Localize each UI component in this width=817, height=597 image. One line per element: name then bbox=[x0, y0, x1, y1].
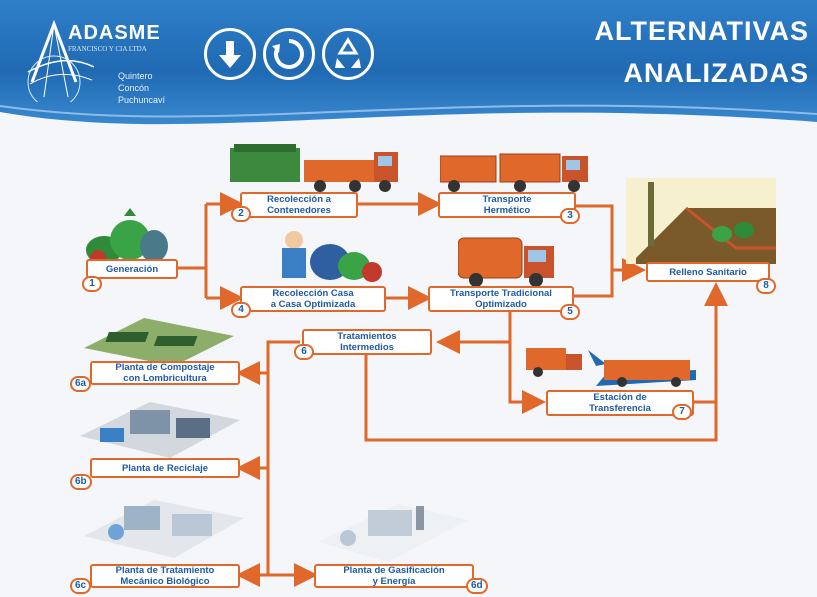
node-recoleccion-casa-a-casa: Recolección Casa a Casa Optimizada bbox=[240, 286, 386, 312]
node-4-number-badge: 4 bbox=[231, 302, 251, 318]
node-estacion-transferencia: Estación de Transferencia bbox=[546, 390, 694, 416]
node-1-number-badge: 1 bbox=[82, 276, 102, 292]
node-6b-number-badge: 6b bbox=[70, 474, 92, 490]
place-concon: Concón bbox=[118, 83, 150, 93]
node-2-label-line2: Contenedores bbox=[267, 205, 331, 216]
landfill-illustration bbox=[626, 178, 776, 264]
place-quintero: Quintero bbox=[118, 71, 153, 81]
logo-name: ADASME bbox=[68, 22, 161, 44]
node-6-label-line1: Tratamientos bbox=[337, 331, 397, 342]
node-planta-tratamiento-mecanico-biologico: Planta de Tratamiento Mecánico Biológico bbox=[90, 564, 240, 588]
node-planta-reciclaje: Planta de Reciclaje bbox=[90, 458, 240, 478]
node-6b-label: Planta de Reciclaje bbox=[121, 462, 209, 474]
transfer-station-illustration bbox=[526, 348, 696, 387]
node-relleno-sanitario: Relleno Sanitario bbox=[646, 262, 770, 282]
node-5-label-line2: Optimizado bbox=[475, 299, 527, 310]
recycle-icon bbox=[322, 28, 374, 80]
logo-places: Quintero Concón Puchuncaví bbox=[118, 70, 165, 106]
compactor-truck-illustration bbox=[458, 237, 554, 287]
node-6c-number-badge: 6c bbox=[70, 578, 92, 594]
node-5-number-badge: 5 bbox=[560, 304, 580, 320]
node-planta-compostaje: Planta de Compostaje con Lombricultura bbox=[90, 361, 240, 385]
node-6c-label-line2: Mecánico Biológico bbox=[120, 576, 210, 587]
node-2-label-line1: Recolección a bbox=[267, 194, 331, 205]
node-4-label-line1: Recolección Casa bbox=[272, 288, 354, 299]
node-6-label-line2: Intermedios bbox=[340, 342, 394, 353]
node-7-label-line2: Transferencia bbox=[589, 403, 651, 414]
mbt-plant-illustration bbox=[84, 500, 244, 558]
house-collection-illustration bbox=[282, 231, 382, 282]
node-3-label-line2: Hermético bbox=[483, 205, 531, 216]
download-arrow-icon bbox=[204, 28, 256, 80]
recycling-plant-illustration bbox=[80, 402, 240, 458]
composting-plant-illustration bbox=[84, 318, 234, 366]
globe-logo-icon bbox=[27, 19, 94, 102]
container-truck-illustration bbox=[230, 144, 398, 192]
gasification-plant-illustration bbox=[318, 504, 468, 562]
hermetic-transport-truck-illustration bbox=[440, 153, 588, 192]
node-planta-gasificacion: Planta de Gasificación y Energía bbox=[314, 564, 474, 588]
node-6d-label-line2: y Energía bbox=[372, 576, 416, 587]
node-8-number-badge: 8 bbox=[756, 278, 776, 294]
node-7-number-badge: 7 bbox=[672, 404, 692, 420]
node-generacion-label: Generación bbox=[105, 263, 159, 275]
node-6-number-badge: 6 bbox=[294, 344, 314, 360]
node-6a-number-badge: 6a bbox=[70, 376, 92, 392]
refresh-cycle-icon bbox=[263, 28, 315, 80]
place-puchuncavi: Puchuncaví bbox=[118, 95, 166, 105]
garbage-bags-illustration bbox=[86, 208, 168, 266]
node-6c-label-line1: Planta de Tratamiento bbox=[115, 565, 215, 576]
node-4-label-line2: a Casa Optimizada bbox=[270, 299, 356, 310]
title-line-1: ALTERNATIVAS bbox=[594, 16, 809, 46]
node-5-label-line1: Transporte Tradicional bbox=[450, 288, 552, 299]
node-tratamientos-intermedios: Tratamientos Intermedios bbox=[302, 329, 432, 355]
logo-subtitle: FRANCISCO Y CIA LTDA bbox=[68, 45, 147, 53]
node-2-number-badge: 2 bbox=[231, 206, 251, 222]
node-6d-number-badge: 6d bbox=[466, 578, 488, 594]
flow-connectors bbox=[178, 192, 728, 587]
node-3-label-line1: Transporte bbox=[482, 194, 532, 205]
node-8-label: Relleno Sanitario bbox=[669, 266, 747, 278]
node-6d-label-line1: Planta de Gasificación bbox=[343, 565, 445, 576]
node-transporte-hermetico: Transporte Hermético bbox=[438, 192, 576, 218]
node-7-label-line1: Estación de bbox=[593, 392, 647, 403]
node-transporte-tradicional: Transporte Tradicional Optimizado bbox=[428, 286, 574, 312]
header-banner: ADASME FRANCISCO Y CIA LTDA Quintero Con… bbox=[0, 0, 817, 128]
flow-diagram: Generación 1 Recolección a Contenedores … bbox=[0, 128, 817, 597]
title-line-2: ANALIZADAS bbox=[623, 58, 809, 88]
node-6a-label-line1: Planta de Compostaje bbox=[115, 362, 215, 373]
node-6a-label-line2: con Lombricultura bbox=[123, 373, 207, 384]
node-generacion: Generación bbox=[86, 259, 178, 279]
company-logo: ADASME FRANCISCO Y CIA LTDA Quintero Con… bbox=[24, 12, 184, 112]
header-wave-decoration bbox=[0, 104, 817, 128]
node-recoleccion-contenedores: Recolección a Contenedores bbox=[240, 192, 358, 218]
node-3-number-badge: 3 bbox=[560, 208, 580, 224]
